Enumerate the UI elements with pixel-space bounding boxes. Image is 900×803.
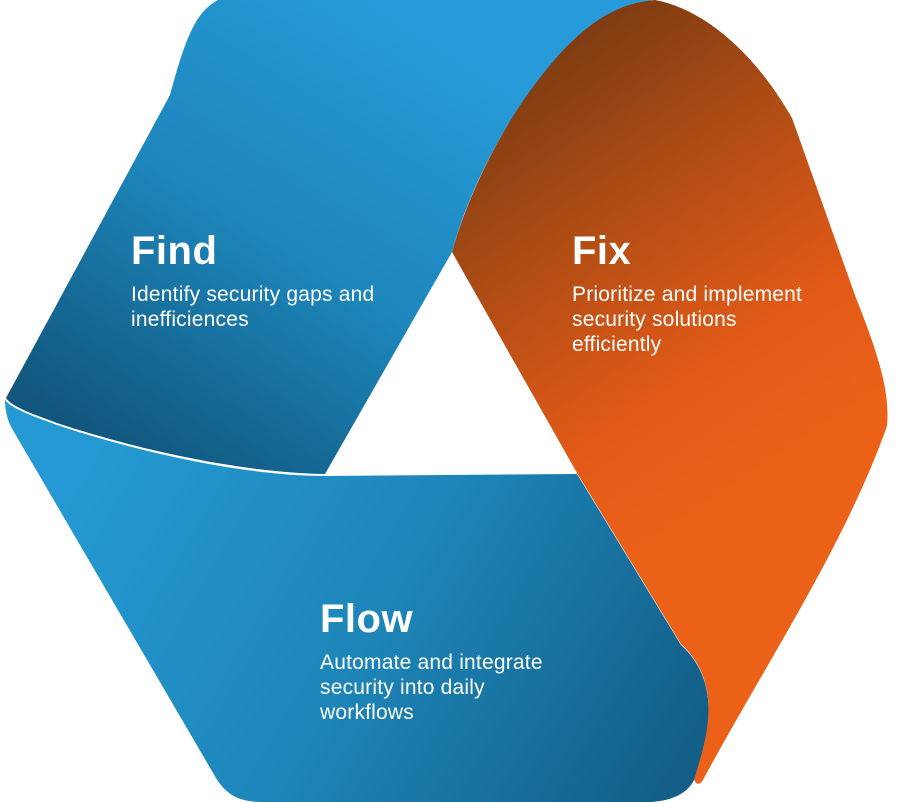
- fix-ribbon: [452, 0, 888, 784]
- find-ribbon: [6, 0, 653, 474]
- flow-ribbon: [5, 400, 709, 802]
